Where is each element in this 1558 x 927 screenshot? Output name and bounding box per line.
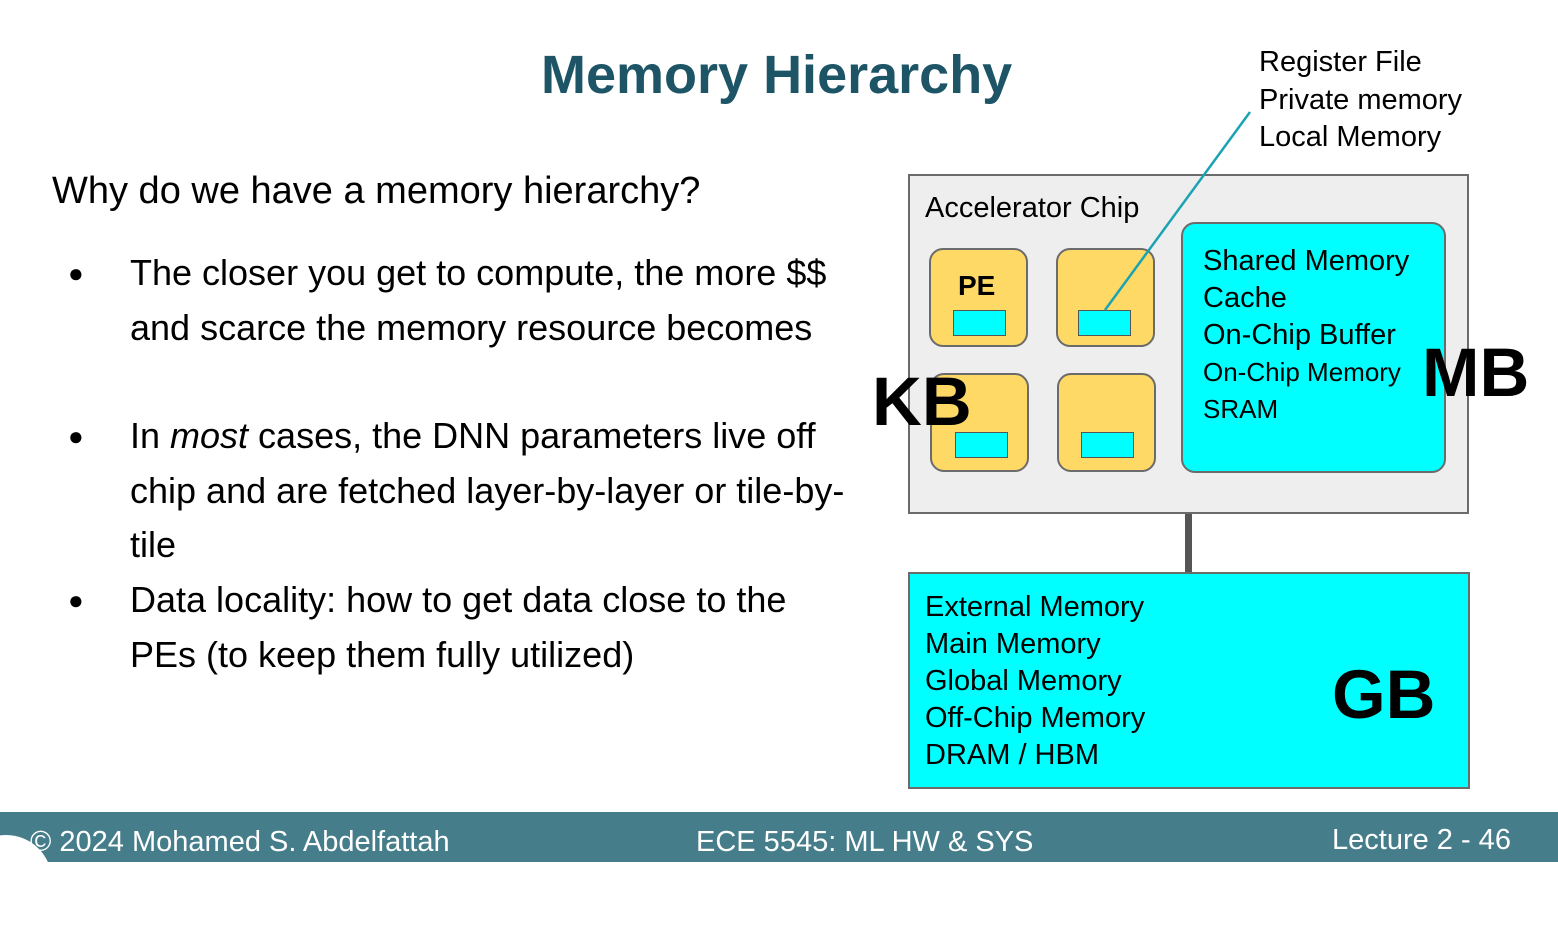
pe-register: [1078, 310, 1131, 336]
chip-to-external-connector: [1185, 514, 1192, 573]
bullet-2-prefix: In: [130, 415, 171, 456]
shared-memory-box: [1181, 222, 1446, 473]
question-text: Why do we have a memory hierarchy?: [52, 170, 701, 212]
register-label: Private memory: [1259, 83, 1463, 116]
external-memory-label: Off-Chip Memory: [925, 702, 1146, 734]
bullet-2: In most cases, the DNN parameters live o…: [130, 409, 850, 573]
footer-copyright: © 2024 Mohamed S. Abdelfattah: [30, 826, 450, 858]
bullet-2-emphasis: most: [170, 415, 249, 456]
bullet-dot-2: ●: [68, 421, 84, 451]
bullet-dot-3: ●: [68, 585, 84, 615]
footer-bar: [0, 812, 1558, 862]
shared-memory-label: On-Chip Memory: [1203, 357, 1401, 387]
shared-memory-label: Shared Memory: [1203, 245, 1410, 277]
pe-register: [1081, 432, 1134, 458]
pe-register: [953, 310, 1006, 336]
footer-lecture: Lecture 2 - 46: [1332, 824, 1511, 856]
external-memory-box: [908, 572, 1470, 789]
register-labels: Register File Private memory Local Memor…: [1259, 44, 1462, 157]
kb-label: KB: [872, 363, 972, 440]
shared-memory-label: Cache: [1203, 282, 1287, 314]
external-memory-label: Main Memory: [925, 628, 1101, 660]
register-label: Local Memory: [1259, 121, 1442, 153]
slide-title: Memory Hierarchy: [541, 45, 1013, 105]
bullet-2-suffix: cases, the DNN parameters live off chip …: [130, 415, 845, 565]
bullet-3: Data locality: how to get data close to …: [130, 579, 787, 675]
mb-label: MB: [1422, 334, 1530, 411]
shared-memory-labels: Shared Memory Cache On-Chip Buffer On-Ch…: [1203, 243, 1409, 428]
shared-memory-label: On-Chip Buffer: [1203, 319, 1396, 351]
register-label: Register File: [1259, 46, 1422, 78]
pe-register: [955, 432, 1008, 458]
bullet-1: The closer you get to compute, the more …: [130, 252, 827, 348]
shared-memory-label: SRAM: [1203, 394, 1279, 424]
pe-label: PE: [958, 270, 996, 301]
gb-label: GB: [1332, 656, 1436, 733]
external-memory-label: External Memory: [925, 591, 1145, 623]
external-memory-label: DRAM / HBM: [925, 739, 1099, 771]
external-memory-label: Global Memory: [925, 665, 1122, 697]
footer-course: ECE 5545: ML HW & SYS: [696, 826, 1034, 858]
accelerator-chip-label: Accelerator Chip: [925, 192, 1140, 224]
pe-block: [929, 248, 1028, 347]
external-memory-labels: External Memory Main Memory Global Memor…: [925, 589, 1145, 774]
bullet-dot-1: ●: [68, 258, 84, 288]
